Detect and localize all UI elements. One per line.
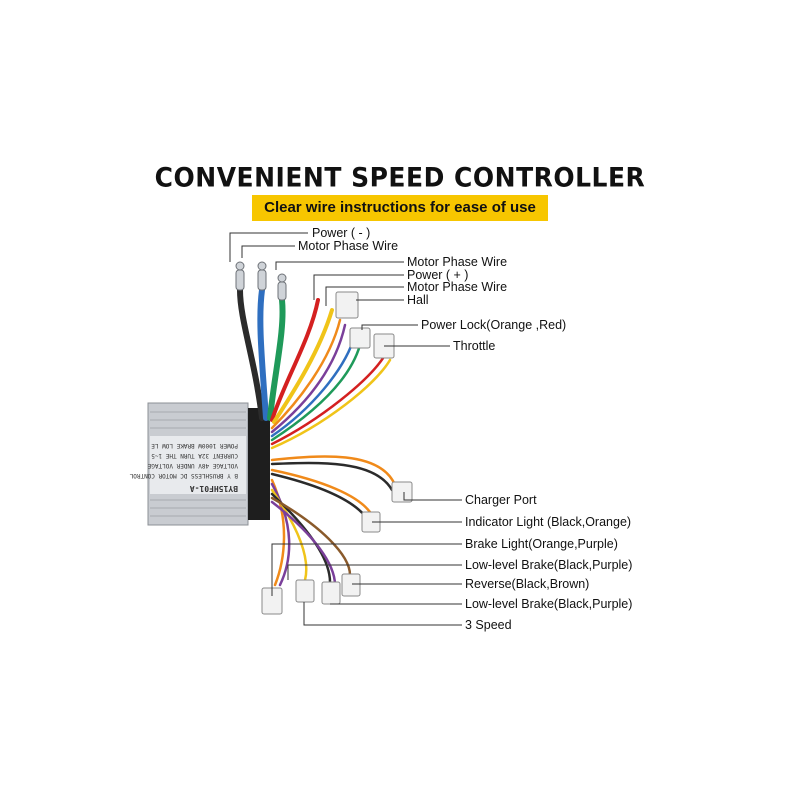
connector-charger-port <box>391 481 413 503</box>
wire-labels: Power ( - ) Motor Phase Wire Motor Phase… <box>298 226 632 632</box>
label-3-speed: 3 Speed <box>465 618 512 632</box>
label-power-negative: Power ( - ) <box>312 226 370 240</box>
controller-connector-block <box>248 408 270 520</box>
label-motor-phase-1: Motor Phase Wire <box>298 239 398 253</box>
label-brake-light: Brake Light(Orange,Purple) <box>465 537 618 551</box>
connector-3-speed <box>295 579 315 603</box>
connector-power-lock <box>349 327 371 349</box>
controller-label-plate <box>150 436 246 494</box>
controller-unit: BY15HF01-A B Y BRUSHLESS DC MOTOR CONTRO… <box>129 402 270 526</box>
heatsink-fins <box>150 411 246 517</box>
label-low-brake-2: Low-level Brake(Black,Purple) <box>465 597 632 611</box>
connector-low-brake-2 <box>321 581 341 605</box>
controller-model-text: BY15HF01-A <box>190 484 238 493</box>
connector-reverse <box>341 573 361 597</box>
wire-power-negative <box>237 287 265 421</box>
label-motor-phase-3: Motor Phase Wire <box>407 280 507 294</box>
wire-motor-phase-1 <box>257 287 269 421</box>
label-power-lock: Power Lock(Orange ,Red) <box>421 318 566 332</box>
label-charger-port: Charger Port <box>465 493 537 507</box>
leader-lines <box>229 232 462 626</box>
label-indicator-light: Indicator Light (Black,Orange) <box>465 515 631 529</box>
label-power-positive: Power ( + ) <box>407 268 468 282</box>
controller-spec-line-2: VOLTAGE 48V UNDER VOLTAGE <box>147 462 238 469</box>
label-reverse: Reverse(Black,Brown) <box>465 577 589 591</box>
diagram-title: CONVENIENT SPEED CONTROLLER <box>154 161 646 194</box>
wire-power-positive <box>270 298 320 422</box>
connectors <box>261 291 413 615</box>
diagram-subtitle-banner: Clear wire instructions for ease of use <box>252 195 548 221</box>
lower-harness <box>270 455 397 587</box>
wire-motor-phase-2 <box>267 297 286 421</box>
label-hall: Hall <box>407 293 429 307</box>
wire-motor-phase-3 <box>272 308 334 424</box>
upper-harness <box>270 318 392 450</box>
main-wires <box>237 287 334 424</box>
label-throttle: Throttle <box>453 339 495 353</box>
controller-spec-line-3: CURRENT 32A TURN THE 1~5 <box>151 452 238 459</box>
ring-terminals <box>235 261 287 301</box>
connector-hall <box>335 291 359 319</box>
controller-spec-line-1: B Y BRUSHLESS DC MOTOR CONTROL <box>129 472 238 479</box>
label-low-brake-1: Low-level Brake(Black,Purple) <box>465 558 632 572</box>
label-motor-phase-2: Motor Phase Wire <box>407 255 507 269</box>
controller-spec-line-4: POWER 1000W BRAKE LOW LE <box>151 442 238 449</box>
